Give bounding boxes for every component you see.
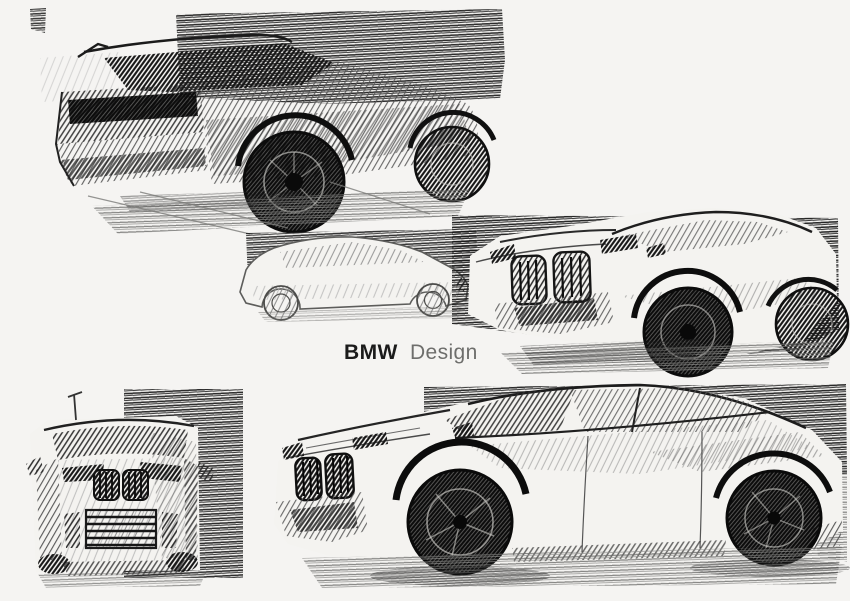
b-pillar xyxy=(631,387,641,433)
headlight-right xyxy=(140,462,182,482)
lower-intake xyxy=(84,508,158,550)
antenna xyxy=(67,391,83,421)
mirror-right xyxy=(198,462,214,482)
ground-shadow xyxy=(258,306,462,322)
taillight-band xyxy=(68,92,198,124)
sketch-front-view xyxy=(26,389,243,588)
grille-slats xyxy=(99,472,142,498)
headlight-right xyxy=(600,234,638,254)
roofline xyxy=(43,418,195,432)
ground-shadow xyxy=(38,572,206,588)
brand-bmw-text: BMW xyxy=(344,341,398,364)
side-intake-right xyxy=(162,512,178,548)
fender-left xyxy=(36,458,62,562)
hood-line xyxy=(499,229,617,243)
rear-wheel-arch xyxy=(765,276,839,308)
rear-wheel-arch xyxy=(235,112,355,167)
greenhouse xyxy=(280,242,424,268)
side-intake-left xyxy=(64,512,80,548)
beltline xyxy=(454,410,771,440)
grille-slats xyxy=(302,455,349,497)
wheel-right xyxy=(166,552,198,572)
rear-wheel-arch xyxy=(713,450,833,499)
grille-slats xyxy=(518,255,583,301)
mirror xyxy=(452,422,474,440)
headlight-left xyxy=(282,442,304,460)
headlight-left xyxy=(490,244,516,264)
brand-design-text: Design xyxy=(409,341,478,364)
roofline xyxy=(611,210,813,236)
brand-caption: BMW Design xyxy=(344,341,478,365)
rear-glass xyxy=(104,43,334,92)
side-glass xyxy=(570,388,766,432)
front-wheel-arch xyxy=(631,267,743,319)
front-wheel-arch xyxy=(392,438,530,501)
mirror xyxy=(646,243,666,258)
spoiler xyxy=(77,42,109,59)
mirror-left xyxy=(26,456,44,476)
intake-slats xyxy=(86,515,156,547)
sketch-side-profile-view xyxy=(239,229,478,322)
door-lines xyxy=(581,431,703,553)
sketch-rear-three-quarter-view xyxy=(30,8,505,235)
front-wheel-arch xyxy=(407,109,497,149)
corner-mark xyxy=(30,8,46,33)
sketch-front-three-quarter-view xyxy=(452,208,850,378)
headlight-right xyxy=(352,432,388,450)
windshield xyxy=(445,389,575,438)
wheel-left xyxy=(38,554,70,574)
lower-intake xyxy=(290,502,358,532)
roofline xyxy=(83,33,293,54)
lower-intake xyxy=(514,298,598,326)
bumper-bottom xyxy=(62,560,186,576)
sketch-front-three-quarter-large xyxy=(274,383,850,588)
hood-line xyxy=(297,408,451,442)
ground-shadow xyxy=(92,188,470,234)
